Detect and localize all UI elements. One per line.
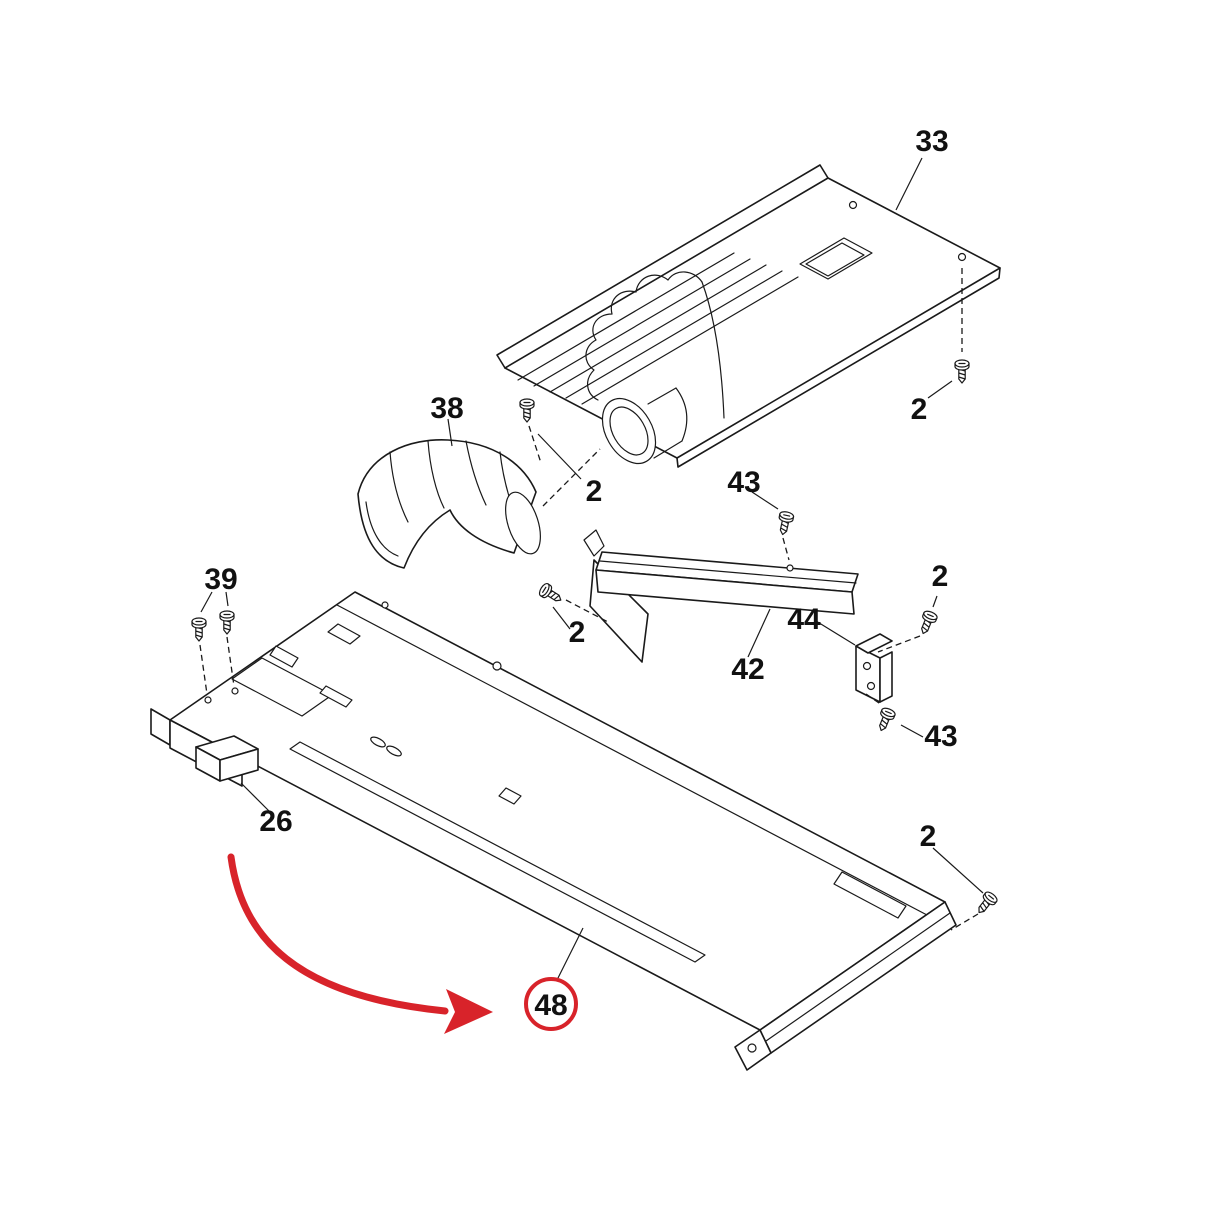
part-48-base-panel-drawing: [150, 591, 957, 1071]
callout-screw-2-d: 2: [932, 560, 949, 593]
panel-48-hole: [492, 661, 502, 671]
panel-33-louvers: [517, 252, 799, 405]
panel-33-hole: [848, 200, 858, 210]
screw-icon: [954, 359, 970, 384]
callout-screw-2-b: 2: [586, 475, 603, 508]
panel-48-right-step: [833, 871, 907, 919]
highlight-arrow-head: [444, 989, 493, 1034]
panel-48-diamond-hole: [327, 623, 361, 645]
screw-icon: [874, 705, 897, 734]
block-side: [219, 748, 259, 782]
callout-part-39: 39: [204, 563, 237, 596]
callout-part-33: 33: [915, 125, 948, 158]
bracket-top-flange: [855, 633, 893, 654]
callout-screw-2-e: 2: [920, 820, 937, 853]
panel-48-notch: [269, 645, 299, 668]
callout-screw-2-a: 2: [911, 393, 928, 426]
panel-48-screw-hole-right: [231, 687, 239, 695]
elbow-end-ring: [505, 491, 541, 555]
callout-leader-lines: [200, 157, 984, 981]
rail-ridge-line: [599, 560, 857, 584]
callout-labels: 33 2 38 2 43 2 42 44 2 43 39 26 2: [204, 125, 957, 853]
panel-48-cutout: [231, 657, 333, 717]
screw-icon: [775, 509, 795, 537]
elbow-left-rim: [365, 501, 399, 557]
callout-screw-43-a: 43: [727, 466, 760, 499]
screw-icon: [536, 581, 566, 607]
part-42-rail-drawing: [583, 529, 859, 663]
rail-hook: [583, 529, 605, 557]
bracket-hole-bottom: [866, 681, 876, 691]
panel-48-screw-hole-left: [204, 696, 212, 704]
panel-33-vent-hole: [799, 237, 873, 280]
panel-48-left-side-flange: [150, 708, 171, 746]
bracket-front: [855, 645, 881, 703]
callout-part-26: 26: [259, 805, 292, 838]
panel-48-long-slot: [289, 741, 706, 963]
screw-icon: [519, 398, 535, 423]
callout-screw-2-c: 2: [569, 616, 586, 649]
screw-icon: [219, 610, 235, 635]
bracket-hole-top: [862, 661, 872, 671]
panel-48-bottom-flange-line: [765, 912, 951, 1042]
panel-33-screw-hole: [957, 252, 967, 262]
part-33-top-panel-drawing: [496, 164, 1001, 468]
panel-48-tip-hole: [747, 1043, 757, 1053]
elbow-outer: [357, 439, 537, 569]
panel-33-thickness: [676, 267, 1001, 468]
panel-33-edge-flange: [496, 164, 829, 369]
rail-front-face: [595, 569, 855, 615]
screw-icon: [191, 617, 207, 642]
highlight-circle: [524, 977, 578, 1031]
part-38-duct-elbow-drawing: [357, 439, 541, 569]
callout-part-38: 38: [430, 392, 463, 425]
duct-collar-inner: [609, 406, 649, 456]
panel-48-square-hole: [498, 787, 522, 805]
screw-icon: [916, 608, 939, 637]
screw-icon: [972, 889, 1000, 918]
rail-screw-hole: [786, 564, 794, 572]
panel-48-bend-line: [336, 604, 928, 916]
panel-48-hole: [381, 601, 389, 609]
panel-48-oval-slot: [386, 745, 402, 757]
duct-collar-outer: [601, 397, 657, 465]
callout-part-48-highlighted: 48: [534, 989, 567, 1022]
highlight-arrow-shaft: [227, 853, 449, 1015]
panel-33-vent-hole-inner: [805, 242, 865, 277]
bracket-side: [879, 651, 893, 703]
callout-screw-43-b: 43: [924, 720, 957, 753]
callout-part-42: 42: [731, 653, 764, 686]
panel-48-small-slot: [319, 685, 353, 708]
panel-33-blower-housing: [585, 271, 725, 465]
panel-48-oval-slot: [370, 736, 386, 748]
part-26-block-drawing: [195, 735, 259, 782]
part-44-bracket-drawing: [855, 633, 893, 703]
callout-part-44: 44: [787, 603, 821, 636]
highlight-group: 48: [227, 853, 578, 1034]
assembly-dashed-lines: [199, 268, 979, 931]
